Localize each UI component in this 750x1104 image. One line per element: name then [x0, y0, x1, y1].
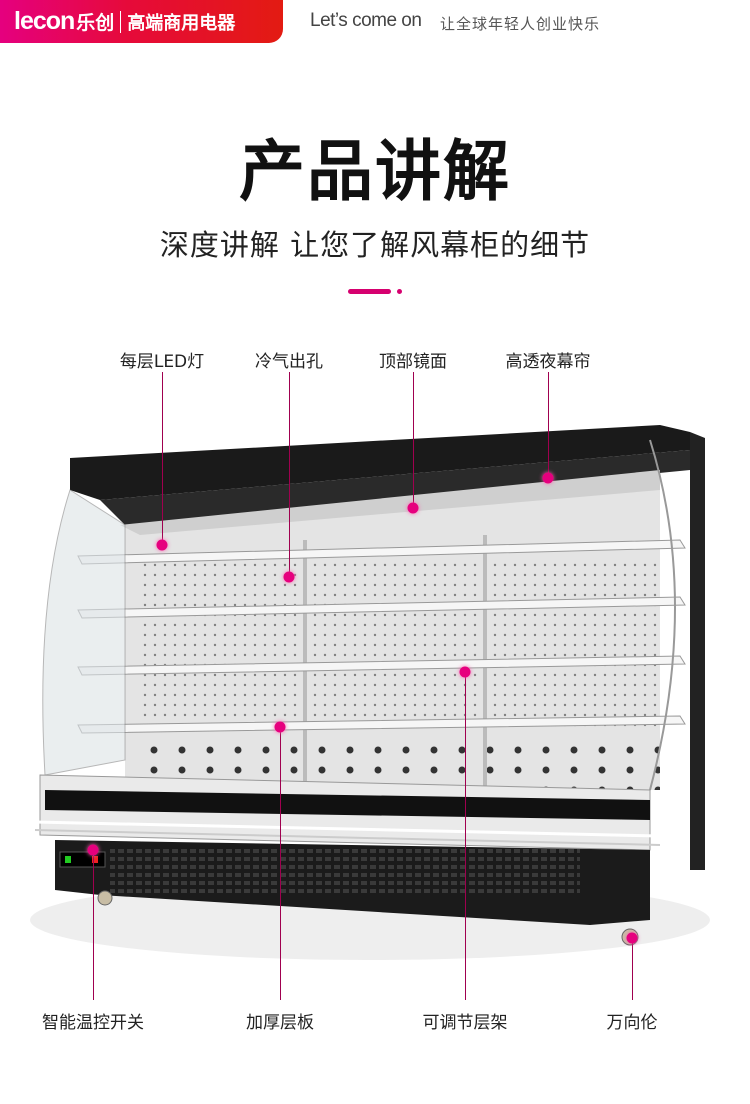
- callout-label-top-mirror: 顶部镜面: [379, 352, 447, 372]
- callout-line: [280, 727, 281, 1000]
- callout-line: [632, 938, 633, 1000]
- accent-dot: [397, 289, 402, 294]
- callout-dot: [626, 932, 638, 944]
- callout-line: [93, 850, 94, 1000]
- callout-line: [465, 672, 466, 1000]
- callout-dot: [542, 472, 554, 484]
- callout-line: [413, 372, 414, 508]
- callout-dot: [87, 844, 99, 856]
- divider: [120, 10, 122, 33]
- callout-dot: [156, 539, 168, 551]
- slogan-cn: 让全球年轻人创业快乐: [440, 15, 601, 33]
- callout-label-led: 每层LED灯: [119, 352, 205, 372]
- callout-label-caster: 万向伦: [606, 1013, 658, 1033]
- callout-label-night-curtain: 高透夜幕帘: [505, 352, 591, 372]
- brand-header: lecon 乐创 高端商用电器: [0, 0, 283, 43]
- page-title: 产品讲解: [239, 133, 511, 210]
- callout-line: [162, 372, 163, 545]
- callout-dot: [283, 571, 295, 583]
- brand-tagline: 高端商用电器: [127, 12, 236, 34]
- callout-label-air-vent: 冷气出孔: [255, 352, 323, 372]
- callout-label-thick-shelf: 加厚层板: [246, 1013, 314, 1033]
- callout-dot: [274, 721, 286, 733]
- logo-cn: 乐创: [76, 12, 115, 34]
- accent-dash: [348, 289, 391, 294]
- callout-dot: [407, 502, 419, 514]
- page-subtitle: 深度讲解 让您了解风幕柜的细节: [159, 228, 591, 262]
- callout-dot: [459, 666, 471, 678]
- callout-label-thermostat: 智能温控开关: [42, 1013, 144, 1033]
- callout-line: [289, 372, 290, 577]
- callout-line: [548, 372, 549, 478]
- slogan: Let’s come on: [310, 10, 422, 31]
- callout-label-adjustable-rack: 可调节层架: [422, 1013, 508, 1033]
- logo: lecon: [14, 7, 75, 35]
